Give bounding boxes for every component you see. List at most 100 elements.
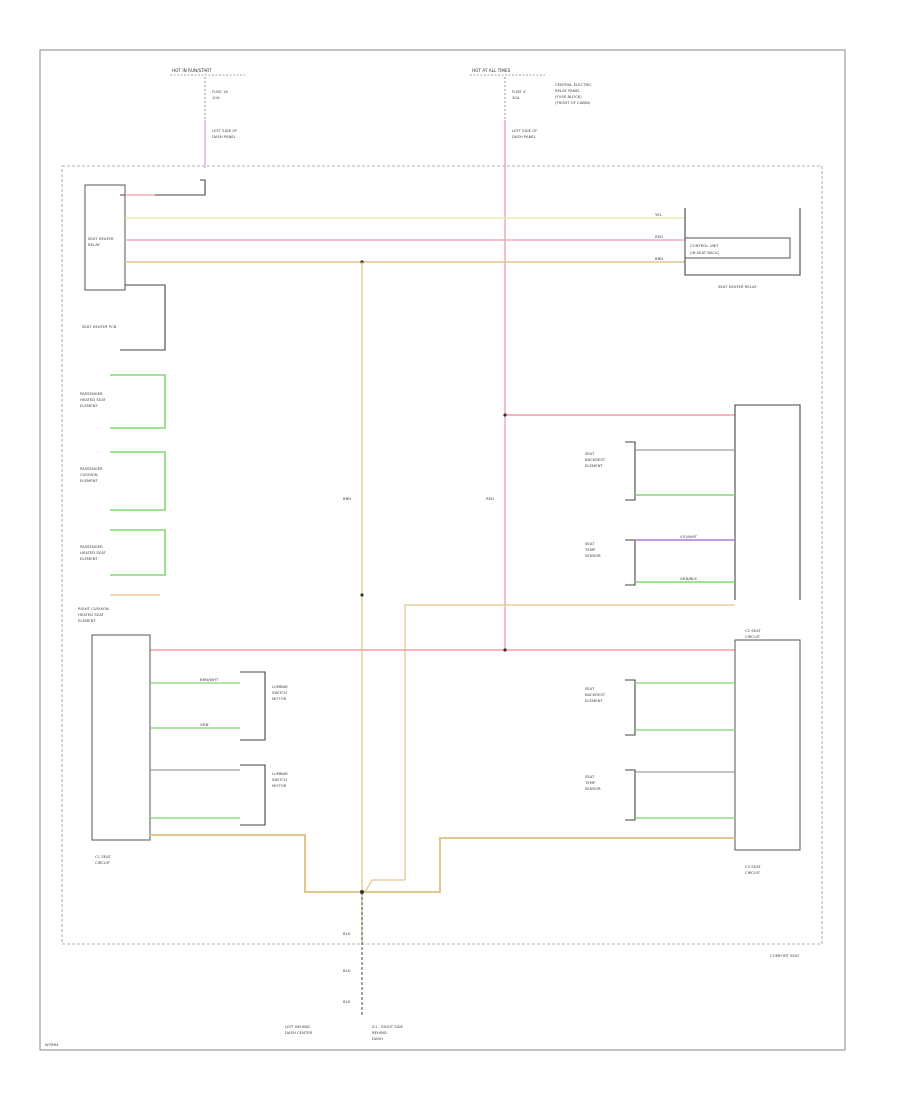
svg-text:LUMBAR: LUMBAR [272,771,288,776]
label-wire-vio: VIO/WHT [680,534,698,539]
svg-text:CUSHION: CUSHION [80,472,98,477]
svg-text:PASSENGER: PASSENGER [80,391,103,396]
comfort-seat-boundary [61,165,823,945]
svg-text:LUMBAR: LUMBAR [272,684,288,689]
top-left-source-label: HOT IN RUN/START [172,68,212,73]
wire-ground-left [150,834,362,893]
wire-tan-right [404,604,735,880]
svg-text:CIRCUIT: CIRCUIT [745,870,761,875]
svg-text:ELEMENT: ELEMENT [78,618,96,623]
label-wire-brn-wht: BRN/WHT [200,677,219,682]
svg-text:PASSENGER: PASSENGER [80,466,103,471]
svg-text:RELAY PANEL: RELAY PANEL [555,88,581,93]
label-wire-grn-blk: GRN/BLK [680,576,697,581]
ground-label-2: G1 - RIGHT SIDE [372,1024,404,1029]
svg-text:CIRCUIT: CIRCUIT [95,860,111,865]
fuse-left: FUSE 18 10A LEFT SIDE OF DASH PANEL [204,77,237,140]
label-ground-blk-3: BLK [343,999,351,1004]
heater-element-2: PASSENGER CUSHION ELEMENT [80,451,166,511]
svg-text:ELEMENT: ELEMENT [585,698,603,703]
svg-text:RIGHT CUSHION: RIGHT CUSHION [78,606,109,611]
outer-frame [39,49,846,1051]
svg-text:DASH PANEL: DASH PANEL [512,134,537,139]
svg-text:(IN SEAT BACK): (IN SEAT BACK) [690,250,720,255]
right-connector-top: C2 SEAT CIRCUIT [734,404,801,639]
svg-text:ELEMENT: ELEMENT [585,463,603,468]
svg-text:SEAT: SEAT [585,774,595,779]
svg-text:TEMP: TEMP [584,780,596,785]
svg-text:SEAT: SEAT [585,541,595,546]
svg-text:BACKREST: BACKREST [585,692,606,697]
svg-text:DASH PANEL: DASH PANEL [212,134,237,139]
svg-text:(FUSE BLOCK): (FUSE BLOCK) [555,94,582,99]
label-pink-vertical: RED [486,496,494,501]
top-right-source-label: HOT AT ALL TIMES [472,68,511,73]
right-connector-bottom: C3 SEAT CIRCUIT [734,639,801,875]
label-wire-brn: BRN [655,256,663,261]
svg-text:BACKREST: BACKREST [585,457,606,462]
label-wire-grn: GRN [200,722,209,727]
svg-text:CIRCUIT: CIRCUIT [745,634,761,639]
svg-text:30A: 30A [512,95,520,100]
right-cushion-element: RIGHT CUSHION HEATED SEAT ELEMENT [78,594,160,623]
svg-text:SEAT HEATER: SEAT HEATER [88,236,114,241]
label-tan-vertical: BRN [343,496,351,501]
svg-text:SEAT HEATER RELAY: SEAT HEATER RELAY [718,284,757,289]
svg-text:(FRONT OF CABIN): (FRONT OF CABIN) [555,100,591,105]
wire-ground-right [362,837,735,893]
footer-code: W7864 [45,1042,59,1047]
svg-text:LEFT SIDE OF: LEFT SIDE OF [512,128,537,133]
label-ground-blk-1: BLK [343,931,351,936]
svg-text:CONTROL UNIT: CONTROL UNIT [690,243,719,248]
svg-text:MOTOR: MOTOR [272,783,287,788]
label-wire-yel: YEL [655,212,663,217]
splice-pink-main [503,648,507,652]
svg-text:10A: 10A [212,95,220,100]
ground-label-2c: DASH [372,1036,383,1041]
label-ground-blk-2: BLK [343,968,351,973]
right-temp-sensor: SEAT TEMP SENSOR [584,769,735,821]
wire-ground-mid [364,879,405,893]
svg-text:TEMP: TEMP [584,547,596,552]
seat-temp-upper: SEAT TEMP SENSOR [584,539,735,586]
svg-text:HEATED SEAT: HEATED SEAT [78,612,105,617]
svg-text:C2 SEAT: C2 SEAT [745,628,761,633]
seat-backrest-upper: SEAT BACKREST ELEMENT [585,441,735,501]
svg-text:CENTRAL ELECTRIC: CENTRAL ELECTRIC [555,82,592,87]
splice-tan-mid [360,593,364,597]
lumbar-motor-1: LUMBAR SWITCH MOTOR [150,671,288,741]
svg-text:FUSE 4: FUSE 4 [512,89,526,94]
svg-text:ELEMENT: ELEMENT [80,403,98,408]
svg-text:RELAY: RELAY [88,242,101,247]
svg-text:MOTOR: MOTOR [272,696,287,701]
right-backrest-element: SEAT BACKREST ELEMENT [585,679,735,736]
splice-pink [503,413,507,417]
svg-text:SWITCH: SWITCH [272,690,287,695]
svg-text:SEAT HEATER PCB: SEAT HEATER PCB [82,324,117,329]
ground-label-2b: BEHIND [372,1030,387,1035]
ground-label-1b: DASH CENTER [285,1030,313,1035]
heater-element-3: PASSENGER HEATED SEAT ELEMENT [80,529,166,576]
svg-text:FUSE 18: FUSE 18 [212,89,228,94]
lumbar-motor-2: LUMBAR SWITCH MOTOR [150,764,288,826]
svg-text:C1 SEAT: C1 SEAT [95,854,111,859]
comfort-seat-label: COMFORT SEAT [770,953,800,958]
ground-label-1: LEFT BEHIND [285,1024,310,1029]
fuse-right: FUSE 4 30A CENTRAL ELECTRIC RELAY PANEL … [504,77,592,140]
svg-text:SEAT: SEAT [585,451,595,456]
svg-text:PASSENGER: PASSENGER [80,544,103,549]
svg-text:LEFT SIDE OF: LEFT SIDE OF [212,128,237,133]
svg-text:C3 SEAT: C3 SEAT [745,864,761,869]
svg-text:ELEMENT: ELEMENT [80,478,98,483]
seat-heater-module: CONTROL UNIT (IN SEAT BACK) SEAT HEATER … [684,208,801,289]
svg-text:ELEMENT: ELEMENT [80,556,98,561]
label-wire-red: RED [655,234,663,239]
svg-text:SEAT: SEAT [585,686,595,691]
seat-heater-relay: SEAT HEATER RELAY SEAT HEATER PCB [82,179,206,351]
heater-element-1: PASSENGER HEATED SEAT ELEMENT [80,374,166,429]
svg-text:HEATED SEAT: HEATED SEAT [80,550,107,555]
svg-text:SENSOR: SENSOR [585,553,601,558]
svg-text:SENSOR: SENSOR [585,786,601,791]
left-connector: C1 SEAT CIRCUIT [91,634,151,865]
